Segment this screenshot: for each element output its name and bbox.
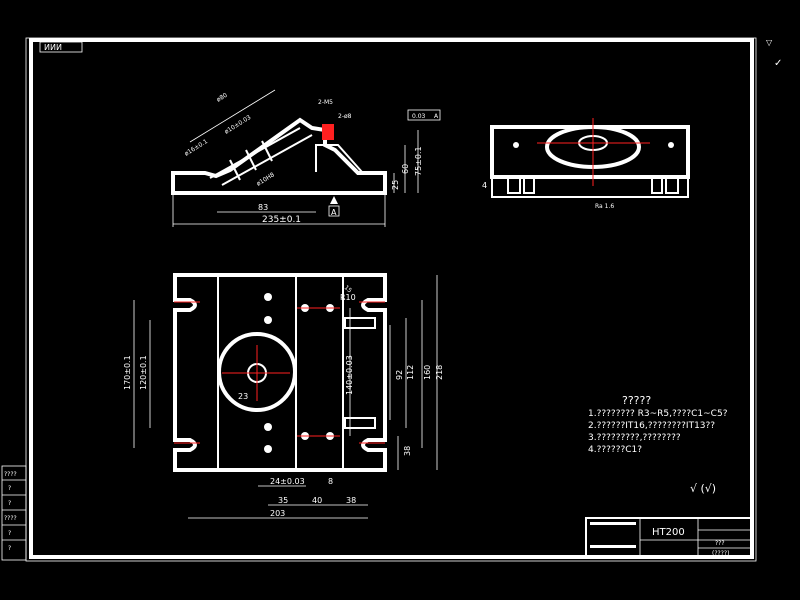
tb-fill-2 (590, 545, 636, 548)
side-foot-4 (665, 176, 679, 194)
roughness-symbol: √ (√) (690, 482, 716, 495)
side-foot-3 (651, 176, 663, 194)
front-hatch (322, 124, 334, 140)
datum-triangle (330, 196, 338, 204)
plan-hole-4 (264, 445, 272, 453)
plan-dim-218: 218 (435, 365, 444, 380)
flatness-value: 0.03 (412, 113, 426, 120)
inner-border (29, 38, 754, 559)
flatness-datum: A (434, 113, 439, 120)
side-hole-left (513, 142, 519, 148)
tb-fill-1 (590, 522, 636, 525)
plan-dim-35: 35 (278, 496, 288, 505)
side-foot-2 (523, 176, 535, 194)
datum-box (328, 205, 340, 217)
front-slot-2 (245, 149, 257, 171)
dim-d10: ø10±0.03 (223, 114, 252, 136)
flatness-frame (407, 109, 441, 121)
material: HT200 (652, 527, 685, 538)
plan-dim-23: 23 (238, 392, 248, 401)
rev-row-3: ? (8, 500, 11, 507)
rev-frame (1, 465, 27, 561)
plan-dim-38v: 38 (403, 446, 412, 456)
plan-lug-bottom (344, 417, 376, 429)
leader-d80 (189, 89, 276, 143)
title-block: HT200 ??? (????) (585, 517, 753, 558)
dim-d16: ø16±0.1 (183, 138, 209, 158)
dim-25: 25 (391, 180, 400, 190)
plan-dim-r10: R10 (340, 293, 356, 302)
dim-2m5: 2-M5 (318, 99, 333, 106)
tb-cell-1: ??? (715, 540, 725, 547)
side-view-base (491, 176, 689, 198)
note-line-4: 4.??????C1? (588, 445, 642, 455)
technical-notes: ????? 1.???????? R3~R5,????C1~C5? 2.????… (588, 394, 728, 455)
rev-row-6: ? (8, 545, 11, 552)
notes-title: ????? (622, 394, 651, 407)
side-dim-4: 4 (482, 181, 487, 190)
plan-dim-140: 140±0.03 (345, 355, 354, 395)
side-foot-1 (507, 176, 521, 194)
rev-row-2: ? (8, 485, 11, 492)
stamp-box (39, 41, 83, 53)
rev-row-4: ???? (4, 515, 17, 522)
dim-d80: ø80 (215, 92, 228, 104)
front-incline-1 (209, 127, 301, 179)
plan-view: 170±0.1 120±0.1 23 R10 15 140±0.03 92 11… (123, 273, 444, 519)
plan-dim-24: 24±0.03 (270, 477, 305, 486)
plan-boss (217, 332, 297, 412)
datum-a: A (331, 208, 337, 217)
front-slot-3 (261, 140, 273, 162)
tb-cell-2: (????) (712, 550, 729, 557)
corner-check: ✓ (774, 58, 782, 69)
outer-border (25, 37, 757, 562)
plan-dim-38: 38 (346, 496, 356, 505)
dim-60: 60 (401, 164, 410, 174)
plan-dim-92: 92 (395, 370, 404, 380)
dim-2d8: 2-ø8 (338, 113, 352, 120)
rev-row-5: ? (8, 530, 11, 537)
plan-dim-160: 160 (423, 365, 432, 380)
plan-lug-top (344, 317, 376, 329)
plan-hole-2 (264, 316, 272, 324)
plan-dim-120: 120±0.1 (139, 355, 148, 390)
side-view-body (490, 125, 690, 179)
plan-dim-170: 170±0.1 (123, 355, 132, 390)
plan-hole-3 (264, 423, 272, 431)
side-hole-right (668, 142, 674, 148)
side-view: 4 Ra 1.6 (482, 118, 690, 210)
plan-view-outline (173, 273, 387, 472)
plan-dim-112: 112 (406, 365, 415, 380)
plan-dim-203: 203 (270, 509, 285, 518)
side-roughness: Ra 1.6 (595, 203, 614, 210)
dim-75: 75±0.1 (414, 146, 423, 176)
plan-dim-8: 8 (328, 477, 333, 486)
corner-mark: ▽ (766, 38, 773, 47)
dim-d10h8: ø10H8 (255, 171, 276, 187)
dim-83: 83 (258, 203, 268, 212)
front-view: 235±0.1 83 25 60 75±0.1 A 0.03 A 2-M5 2-… (171, 89, 441, 227)
front-view-outline (171, 117, 387, 195)
front-incline-2 (221, 134, 313, 186)
note-line-2: 2.??????IT16,????????IT13?? (588, 421, 715, 431)
dim-235: 235±0.1 (262, 215, 301, 225)
plan-hole-1 (264, 293, 272, 301)
front-slot-1 (229, 159, 241, 181)
note-line-3: 3.?????????,???????? (588, 433, 681, 443)
stamp-text: ИИИ (44, 43, 62, 52)
title-block-frame (585, 517, 753, 558)
plan-dim-15: 15 (343, 284, 353, 294)
plan-dim-40: 40 (312, 496, 322, 505)
rev-row-1: ???? (4, 471, 17, 478)
front-view-rib (315, 144, 363, 173)
note-line-1: 1.???????? R3~R5,????C1~C5? (588, 409, 728, 419)
revision-block: ???? ? ? ???? ? ? (1, 465, 27, 561)
